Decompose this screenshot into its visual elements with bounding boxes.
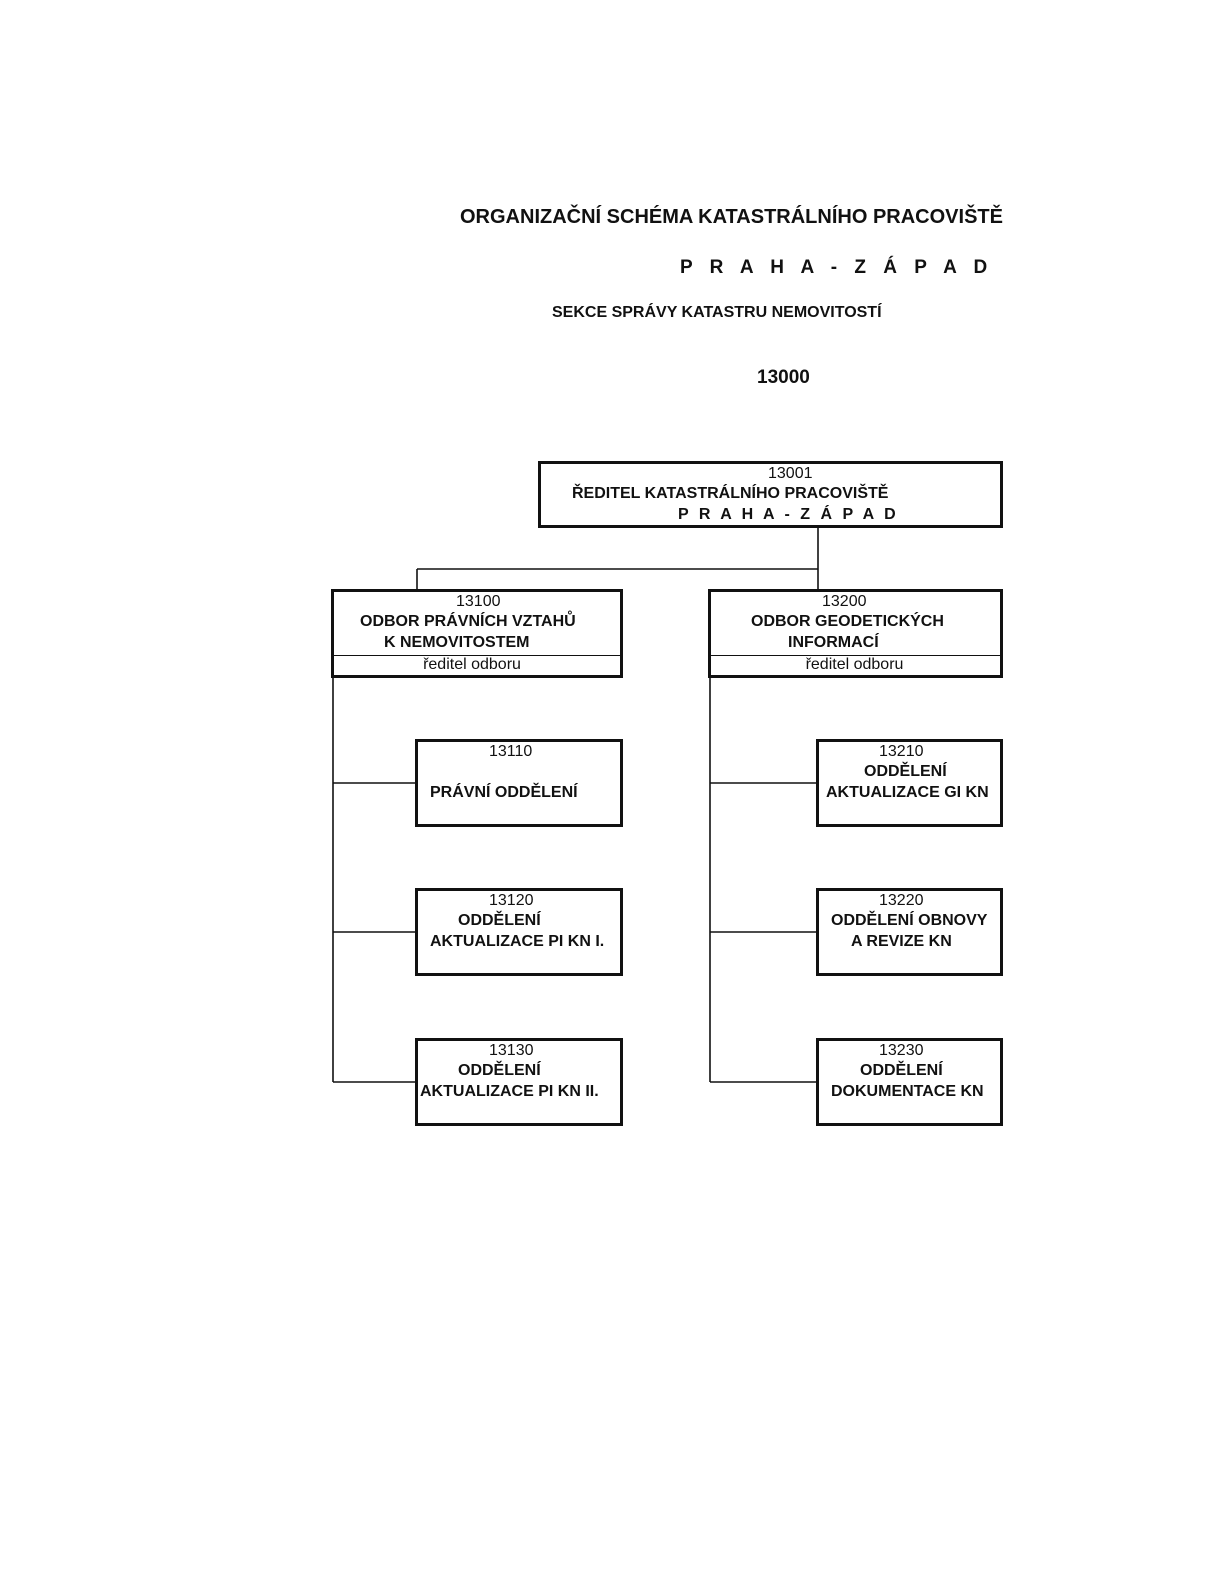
unit-code: 13110 xyxy=(489,743,533,760)
root-code: 13001 xyxy=(768,465,813,482)
unit-code: 13220 xyxy=(879,892,924,909)
unit-title-line1: ODDĚLENÍ xyxy=(458,1062,541,1079)
department-role: ředitel odboru xyxy=(805,656,904,673)
unit-title-line1: ODDĚLENÍ xyxy=(864,763,947,780)
unit-title-line1: ODDĚLENÍ xyxy=(458,912,541,929)
department-box-legal: 13100 ODBOR PRÁVNÍCH VZTAHŮ K NEMOVITOST… xyxy=(331,589,623,678)
unit-code: 13120 xyxy=(489,892,534,909)
department-title-line2: INFORMACÍ xyxy=(788,634,879,651)
document-title: ORGANIZAČNÍ SCHÉMA KATASTRÁLNÍHO PRACOVI… xyxy=(460,206,1003,228)
department-code: 13200 xyxy=(822,593,867,610)
unit-code: 13130 xyxy=(489,1042,534,1059)
unit-title-line1: ODDĚLENÍ OBNOVY xyxy=(831,912,988,929)
unit-title-line2: AKTUALIZACE PI KN I. xyxy=(430,933,605,950)
unit-box-13120: 13120 ODDĚLENÍ AKTUALIZACE PI KN I. xyxy=(415,888,623,976)
unit-title-line1: ODDĚLENÍ xyxy=(860,1062,943,1079)
unit-box-13130: 13130 ODDĚLENÍ AKTUALIZACE PI KN II. xyxy=(415,1038,623,1126)
unit-code: 13210 xyxy=(879,743,924,760)
root-box-director: 13001 ŘEDITEL KATASTRÁLNÍHO PRACOVIŠTĚ P… xyxy=(538,461,1003,528)
unit-title-line2: AKTUALIZACE PI KN II. xyxy=(420,1083,599,1100)
unit-box-13210: 13210 ODDĚLENÍ AKTUALIZACE GI KN xyxy=(816,739,1003,827)
unit-box-13110: 13110 PRÁVNÍ ODDĚLENÍ xyxy=(415,739,623,827)
root-title: ŘEDITEL KATASTRÁLNÍHO PRACOVIŠTĚ xyxy=(572,485,889,502)
section-title: SEKCE SPRÁVY KATASTRU NEMOVITOSTÍ xyxy=(552,304,882,321)
root-subtitle: P R A H A - Z Á P A D xyxy=(678,506,899,523)
unit-title-line2: AKTUALIZACE GI KN xyxy=(826,784,989,801)
document-subtitle: P R A H A - Z Á P A D xyxy=(680,257,994,278)
unit-box-13230: 13230 ODDĚLENÍ DOKUMENTACE KN xyxy=(816,1038,1003,1126)
department-divider xyxy=(711,655,1000,656)
department-title-line1: ODBOR GEODETICKÝCH xyxy=(751,613,944,630)
department-role: ředitel odboru xyxy=(423,656,521,673)
unit-box-13220: 13220 ODDĚLENÍ OBNOVY A REVIZE KN xyxy=(816,888,1003,976)
unit-title-line2: DOKUMENTACE KN xyxy=(831,1083,984,1100)
department-title-line2: K NEMOVITOSTEM xyxy=(384,634,530,651)
section-code: 13000 xyxy=(757,367,810,388)
unit-title-line2: A REVIZE KN xyxy=(851,933,952,950)
unit-code: 13230 xyxy=(879,1042,924,1059)
unit-title-line2: PRÁVNÍ ODDĚLENÍ xyxy=(430,784,578,801)
department-title-line1: ODBOR PRÁVNÍCH VZTAHŮ xyxy=(360,613,576,630)
department-code: 13100 xyxy=(456,593,501,610)
department-divider xyxy=(334,655,620,656)
department-box-geodetic: 13200 ODBOR GEODETICKÝCH INFORMACÍ ředit… xyxy=(708,589,1003,678)
